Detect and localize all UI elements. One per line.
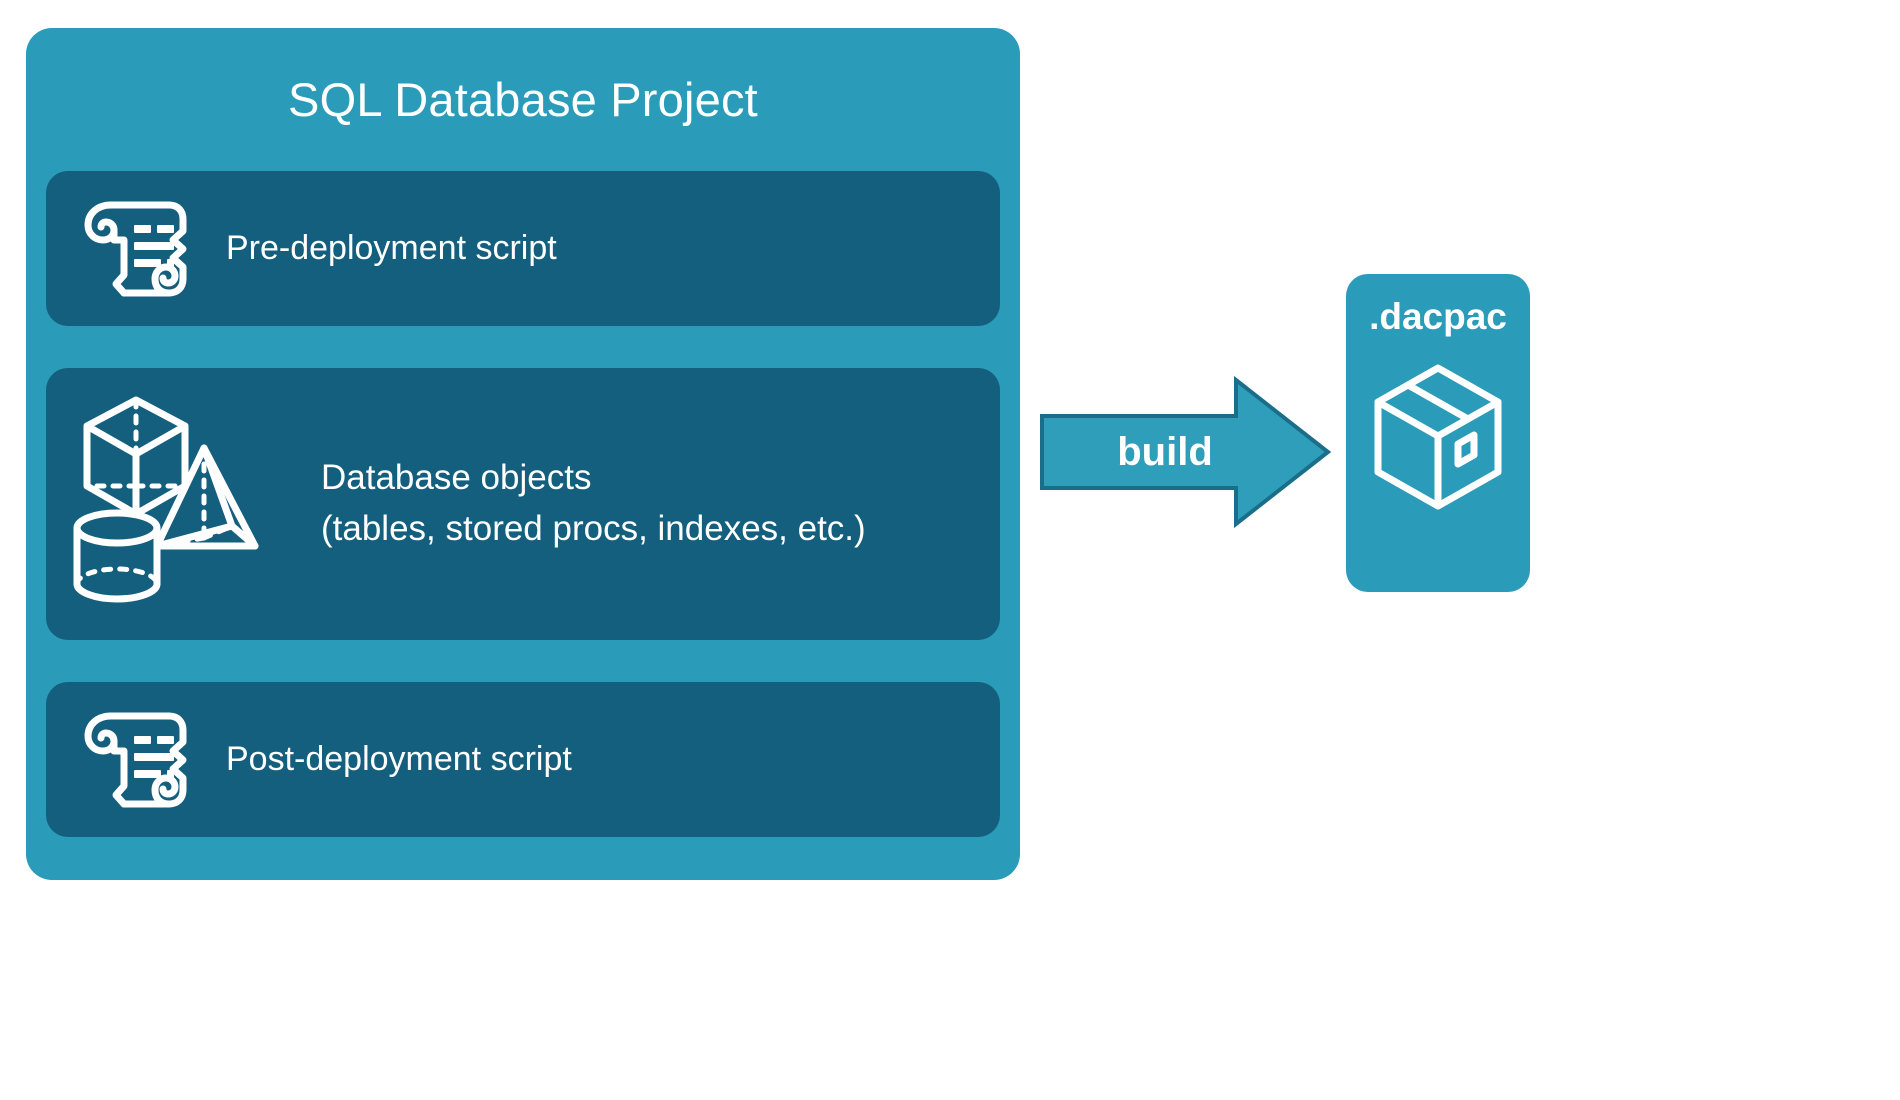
build-arrow [1040,375,1332,529]
scroll-icon [46,704,226,816]
shapes-icon [46,388,321,620]
sql-database-project-container: SQL Database Project [26,28,1020,880]
cube-hidden-edges [84,397,187,489]
card-pre-deployment[interactable]: Pre-deployment script [46,171,1000,326]
card-post-deployment[interactable]: Post-deployment script [46,682,1000,837]
page-title: SQL Database Project [288,73,758,126]
package-box-icon [1370,362,1506,512]
dacpac-output-box[interactable]: .dacpac [1346,274,1530,592]
cylinder-icon [73,509,160,603]
card-label-database-objects: Database objects (tables, stored procs, … [321,458,866,548]
dacpac-label: .dacpac [1369,296,1507,337]
card-database-objects[interactable]: Database objects (tables, stored procs, … [46,368,1000,640]
card-label-post-deployment: Post-deployment script [226,739,572,778]
pyramid-hidden-edges [154,445,234,549]
scroll-icon [46,193,226,305]
cylinder-hidden-edge [74,566,159,587]
card-label-pre-deployment: Pre-deployment script [226,228,557,267]
